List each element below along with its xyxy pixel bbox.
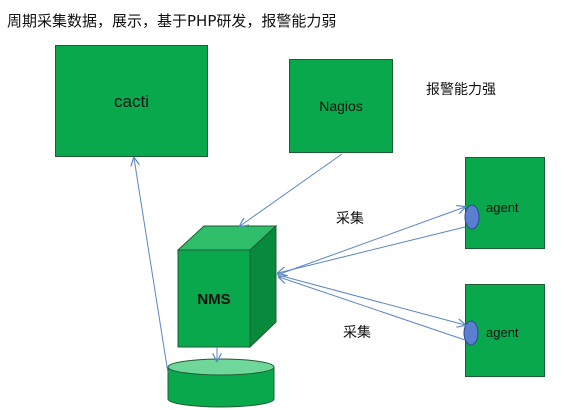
collect-label-bottom: 采集: [343, 325, 371, 341]
agent-box-top: agent: [465, 157, 545, 249]
page-title: 周期采集数据，展示，基于PHP研发，报警能力弱: [7, 12, 337, 30]
nms-cube: [176, 224, 278, 349]
nagios-note: 报警能力强: [426, 82, 496, 98]
cacti-label: cacti: [114, 92, 149, 111]
agent-dot-top: [464, 204, 480, 230]
nagios-box: Nagios: [289, 59, 393, 153]
nagios-label: Nagios: [319, 98, 363, 114]
arrow-db-to-cacti: [134, 158, 169, 374]
arrow-nagios-to-nms: [240, 153, 343, 226]
database-cylinder: [167, 358, 275, 408]
nms-label: NMS: [197, 291, 230, 308]
nms-cube-front: [177, 249, 251, 348]
cacti-box: cacti: [55, 45, 208, 157]
agent-dot-bottom: [463, 320, 479, 346]
arrow-nms-to-agent-top: [276, 207, 465, 276]
arrow-nms-to-agent-bottom: [277, 274, 465, 325]
collect-label-top: 采集: [336, 211, 364, 227]
agent-label-bottom: agent: [486, 325, 519, 340]
arrow-agent-bottom-to-nms: [279, 277, 466, 341]
arrow-agent-top-to-nms: [278, 226, 466, 273]
database-cylinder-top: [167, 358, 275, 376]
agent-label-top: agent: [486, 200, 519, 215]
